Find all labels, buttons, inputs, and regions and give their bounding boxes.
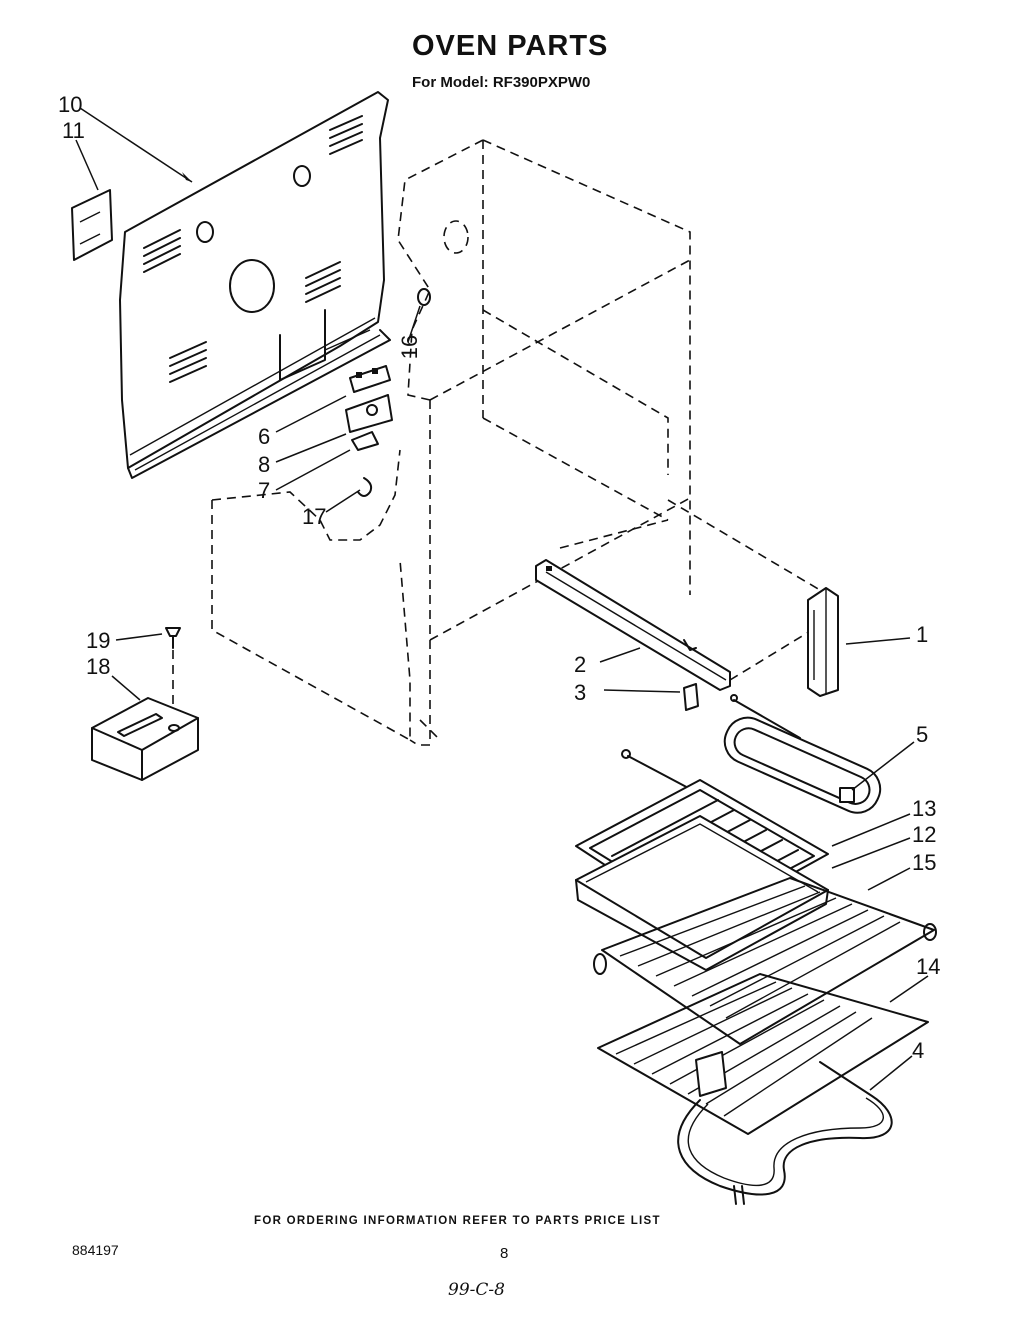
callout-7: 7 [258,478,271,503]
broiler-pan-part-12 [575,815,829,971]
clip-part-7 [351,431,379,451]
callout-4: 4 [912,1038,925,1063]
ordering-info-note: FOR ORDERING INFORMATION REFER TO PARTS … [254,1215,661,1227]
callout-14: 14 [916,954,941,979]
side-bracket-part-1 [807,587,839,697]
oven-rack-part-14 [597,973,929,1135]
leader-lines [75,107,929,1091]
model-subtitle: For Model: RF390PXPW0 [412,74,591,91]
cover-plate-part-11 [71,189,113,261]
callout-11: 11 [62,118,85,143]
callout-1: 1 [916,622,929,647]
page-number: 8 [500,1245,509,1262]
callout-18: 18 [86,654,111,679]
clip-part-3 [683,683,699,711]
box-part-18 [91,697,199,781]
bake-element-part-4 [677,1051,893,1205]
switch-part-8 [345,394,393,433]
switch-bracket-part-6 [349,365,391,393]
callout-2: 2 [574,652,587,677]
callout-10: 10 [58,92,83,117]
document-number: 884197 [72,1242,119,1258]
callout-3: 3 [574,680,587,705]
page-title: OVEN PARTS [412,30,609,62]
callout-15: 15 [912,850,937,875]
callout-13: 13 [912,796,937,821]
oven-cavity-outline [211,139,691,746]
callout-6: 6 [258,424,271,449]
handwritten-mark: 99-C-8 [448,1280,505,1300]
callout-8: 8 [258,452,271,477]
rear-panel-part-10 [119,91,391,479]
callout-19: 19 [86,628,111,653]
callout-5: 5 [916,722,929,747]
callout-17: 17 [302,504,327,529]
oven-rack-part-15 [593,877,937,1045]
spring-clip-part-17 [357,477,373,497]
grommet-part-16 [417,288,431,306]
callout-12: 12 [912,822,937,847]
callout-16: 16 [397,334,423,360]
bracket-part-2 [535,499,821,691]
